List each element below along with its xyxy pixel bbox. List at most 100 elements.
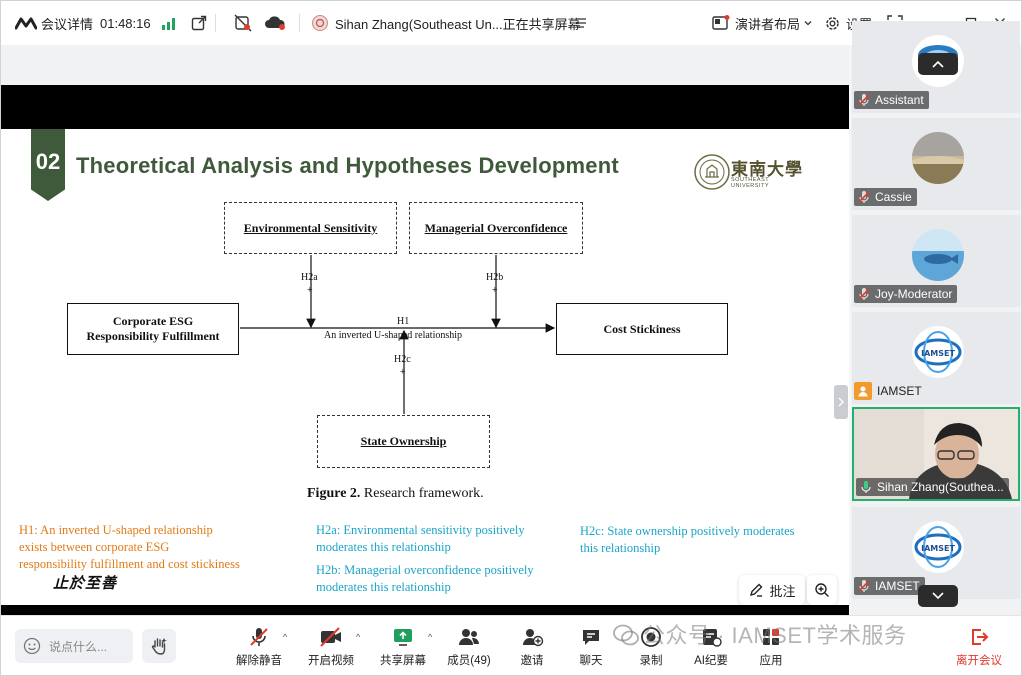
leave-icon — [972, 629, 989, 645]
share-screen-button[interactable]: 共享屏幕 — [373, 626, 433, 668]
layout-button[interactable]: 演讲者布局 — [712, 1, 813, 45]
figure-caption-number: Figure 2. — [307, 486, 361, 501]
start-video-label: 开启视频 — [308, 655, 354, 667]
h2c-label: H2c — [394, 354, 411, 365]
letterbox-top — [1, 85, 849, 129]
signal-icon — [161, 1, 177, 45]
chat-label: 聊天 — [579, 655, 603, 667]
meeting-details-label: 会议详情 — [41, 16, 94, 32]
no-record-icon[interactable] — [234, 1, 252, 45]
layout-icon — [712, 15, 730, 30]
h2b-plus: + — [492, 285, 498, 296]
annotate-button[interactable]: 批注 — [739, 575, 805, 605]
tencent-meeting-logo-icon — [15, 17, 37, 30]
chevron-up-icon — [932, 60, 944, 68]
hypothesis-h2b-line: moderates this relationship — [316, 580, 451, 594]
participant-tile-active[interactable]: Sihan Zhang(Southea... — [852, 407, 1020, 501]
calligraphy-motto: 止於至善 — [53, 574, 118, 592]
invite-label: 邀请 — [520, 655, 544, 667]
participant-name: IAMSET — [875, 579, 920, 593]
apps-label: 应用 — [759, 655, 783, 667]
mic-muted-icon — [250, 628, 268, 646]
avatar: IAMSET — [912, 521, 964, 573]
figure-caption-text: Research framework. — [360, 486, 484, 501]
participant-name-tag: IAMSET — [854, 382, 927, 400]
avatar-text: IAMSET — [921, 349, 955, 358]
share-status-text: Sihan Zhang(Southeast Un...正在共享屏幕 — [335, 16, 581, 32]
slide-title: Theoretical Analysis and Hypotheses Deve… — [76, 153, 619, 178]
emoji-icon — [23, 637, 41, 655]
figure-caption: Figure 2. Research framework. — [307, 486, 484, 502]
scroll-up-button[interactable] — [918, 53, 958, 75]
zoom-in-icon — [815, 583, 829, 597]
fullscreen-icon[interactable] — [887, 1, 903, 45]
chat-button[interactable]: 聊天 — [561, 626, 621, 668]
members-button[interactable]: 成员(49) — [439, 626, 499, 668]
elapsed-time: 01:48:16 — [100, 15, 151, 31]
participant-name-tag: Joy-Moderator — [854, 285, 958, 303]
ai-minutes-button[interactable]: AI纪要 — [681, 626, 741, 668]
h2a-label: H2a — [301, 272, 318, 283]
members-label: 成员(49) — [447, 655, 491, 667]
start-video-button[interactable]: 开启视频 — [301, 626, 361, 668]
meeting-details-button[interactable]: 会议详情 — [15, 1, 93, 45]
ai-notes-icon — [703, 629, 722, 647]
hypothesis-h2b-line: H2b: Managerial overconfidence positivel… — [316, 563, 534, 577]
pen-icon — [750, 583, 763, 597]
unmute-options-caret[interactable]: ^ — [283, 632, 288, 642]
section-number-ribbon: 02 — [31, 129, 65, 201]
leave-meeting-button[interactable]: 离开会议 — [949, 626, 1009, 668]
mic-muted-icon — [857, 190, 871, 204]
zoom-button[interactable] — [807, 575, 837, 605]
mic-muted-icon — [857, 287, 871, 301]
participant-tile[interactable]: Joy-Moderator — [852, 215, 1020, 307]
cloud-icon[interactable] — [264, 1, 286, 45]
avatar-text: IAMSET — [921, 544, 955, 553]
hypothesis-h2c: H2c: State ownership positively moderate… — [580, 523, 840, 557]
video-options-caret[interactable]: ^ — [356, 632, 361, 642]
participant-name: Joy-Moderator — [875, 287, 953, 301]
invite-button[interactable]: 邀请 — [502, 626, 562, 668]
hypothesis-h2c-line: this relationship — [580, 541, 661, 555]
environmental-sensitivity-label: Environmental Sensitivity — [243, 220, 378, 235]
hypothesis-h2b: H2b: Managerial overconfidence positivel… — [316, 562, 576, 596]
invite-icon — [523, 629, 544, 647]
share-options-caret[interactable]: ^ — [428, 632, 433, 642]
framework-connectors — [240, 255, 556, 414]
participant-tile[interactable]: IAMSET IAMSET — [852, 312, 1020, 404]
annotate-label: 批注 — [769, 583, 796, 599]
bottom-toolbar: 说点什么... 解除静音 ^ 开启视频 ^ 共享屏幕 ^ 成员(49) 邀请 — [1, 615, 1021, 675]
apps-button[interactable]: 应用 — [741, 626, 801, 668]
participant-tile[interactable]: Cassie — [852, 118, 1020, 210]
apps-icon — [763, 629, 779, 645]
mic-muted-icon — [857, 93, 871, 107]
mic-muted-icon — [857, 579, 871, 593]
collapse-panel-button[interactable] — [834, 385, 848, 419]
esg-responsibility-box: Corporate ESG Responsibility Fulfillment — [67, 303, 239, 355]
hypothesis-h1-line: exists between corporate ESG — [19, 540, 170, 554]
participant-panel: Assistant Cassie Joy-Moderator — [851, 21, 1021, 615]
leave-label: 离开会议 — [956, 655, 1002, 667]
scroll-down-button[interactable] — [918, 585, 958, 607]
record-button[interactable]: 录制 — [621, 626, 681, 668]
record-icon — [641, 627, 661, 647]
h2c-plus: + — [400, 367, 406, 378]
hypothesis-h2a-line: moderates this relationship — [316, 540, 451, 554]
cost-stickiness-label: Cost Stickiness — [603, 321, 681, 336]
university-name-en: SOUTHEAST UNIVERSITY — [731, 177, 770, 189]
share-screen-icon — [394, 629, 412, 646]
hypothesis-h2c-line: H2c: State ownership positively moderate… — [580, 524, 795, 538]
share-menu-icon[interactable] — [575, 1, 587, 45]
avatar — [912, 132, 964, 184]
unmute-label: 解除静音 — [236, 655, 282, 667]
chat-input[interactable]: 说点什么... — [15, 629, 133, 663]
unmute-button[interactable]: 解除静音 — [229, 626, 289, 668]
presentation-slide: 02 Theoretical Analysis and Hypotheses D… — [1, 129, 849, 605]
participant-tile[interactable]: IAMSET IAMSET — [852, 507, 1020, 599]
raise-hand-button[interactable] — [142, 629, 176, 663]
avatar — [912, 229, 964, 281]
participant-name: IAMSET — [877, 384, 922, 398]
h1-description: An inverted U-shaped relationship — [324, 330, 463, 341]
share-out-icon[interactable] — [191, 1, 207, 45]
